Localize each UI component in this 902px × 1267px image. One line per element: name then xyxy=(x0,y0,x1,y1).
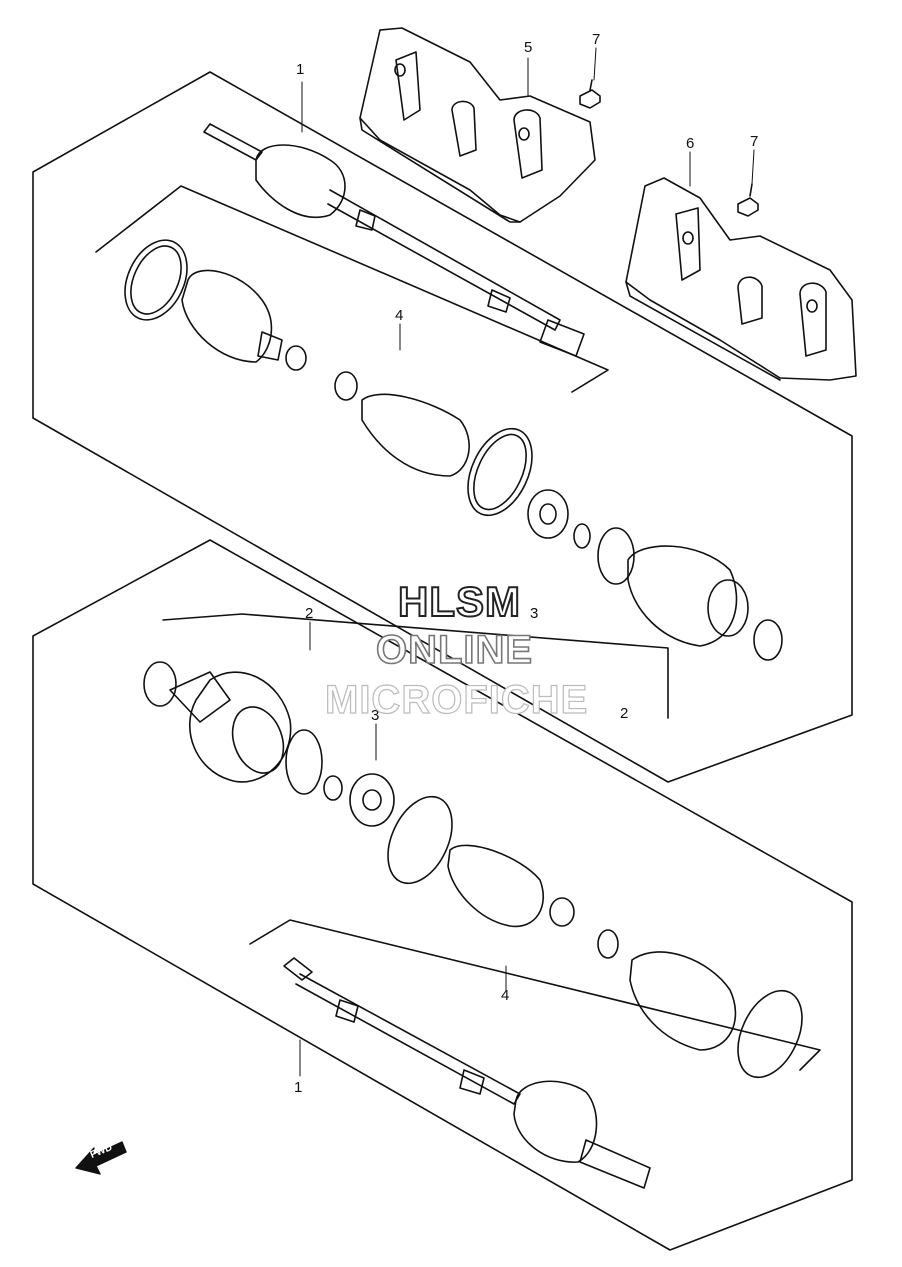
callout-upper-joint-inner: 2 xyxy=(620,705,629,722)
callout-lower-joint-inner: 2 xyxy=(305,605,314,622)
callout-lower-boot-set: 4 xyxy=(501,987,510,1004)
lower-group-frame xyxy=(32,539,853,1251)
watermark-line2: ONLINE xyxy=(375,627,534,673)
callout-upper-joint-outer: 3 xyxy=(530,605,539,622)
upper-joint-frame xyxy=(162,613,669,719)
callout-plate-left: 5 xyxy=(524,39,533,56)
watermark-line3: MICROFICHE xyxy=(324,677,589,722)
callout-lower-joint-outer: 3 xyxy=(371,707,380,724)
plate-right-part xyxy=(625,177,857,381)
upper-kit-frame xyxy=(95,185,609,393)
bolt-right-part xyxy=(737,183,759,217)
lower-joint-part xyxy=(143,661,575,928)
leader-lines xyxy=(299,47,755,1077)
upper-group-frame xyxy=(32,71,853,783)
lower-shaft-part xyxy=(283,929,803,1189)
upper-shaft-part xyxy=(203,123,585,357)
callout-plate-right: 6 xyxy=(686,135,695,152)
bolt-left-part xyxy=(579,79,601,109)
callout-upper-shaft: 1 xyxy=(296,61,305,78)
callout-bolt-right: 7 xyxy=(750,133,759,150)
callout-lower-shaft: 1 xyxy=(294,1079,303,1096)
plate-left-part xyxy=(359,27,596,223)
callout-upper-boot-set: 4 xyxy=(395,307,404,324)
watermark-line1: HLSM xyxy=(397,577,521,626)
lower-kit-frame xyxy=(249,919,821,1071)
upper-boot-kit-part xyxy=(124,239,783,661)
fwd-arrow-icon xyxy=(75,1141,127,1175)
callout-bolt-left: 7 xyxy=(592,31,601,48)
